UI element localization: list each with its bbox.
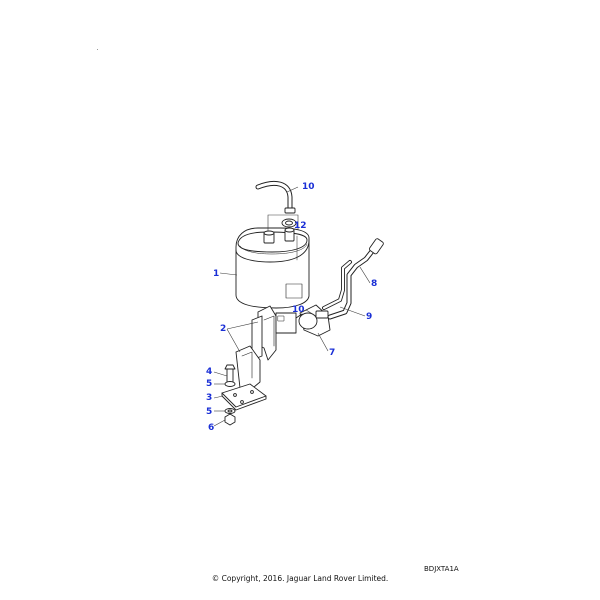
illustration-code: BDJXTA1A bbox=[424, 565, 459, 573]
callout-7: 7 bbox=[329, 348, 336, 358]
pipe-connector bbox=[369, 238, 384, 255]
canister-label bbox=[285, 283, 303, 299]
nut bbox=[224, 413, 236, 426]
washer-upper bbox=[224, 381, 236, 387]
callout-5-upper: 5 bbox=[206, 379, 213, 389]
callout-3: 3 bbox=[206, 393, 213, 403]
callout-5-lower: 5 bbox=[206, 407, 213, 417]
copyright-notice: © Copyright, 2016. Jaguar Land Rover Lim… bbox=[211, 574, 389, 583]
callout-11: 10 bbox=[302, 182, 315, 192]
callout-1: 1 bbox=[213, 269, 220, 279]
callout-2: 2 bbox=[220, 324, 227, 334]
hose-inner bbox=[256, 181, 292, 213]
callout-8: 8 bbox=[371, 279, 378, 289]
speck bbox=[97, 49, 98, 50]
callout-9: 9 bbox=[366, 312, 373, 322]
callout-6: 6 bbox=[208, 423, 215, 433]
callout-12: 12 bbox=[294, 221, 307, 231]
callout-10: 10 bbox=[292, 305, 305, 315]
base-plate bbox=[221, 383, 267, 408]
callout-4: 4 bbox=[206, 367, 213, 377]
hose-end bbox=[284, 207, 296, 214]
